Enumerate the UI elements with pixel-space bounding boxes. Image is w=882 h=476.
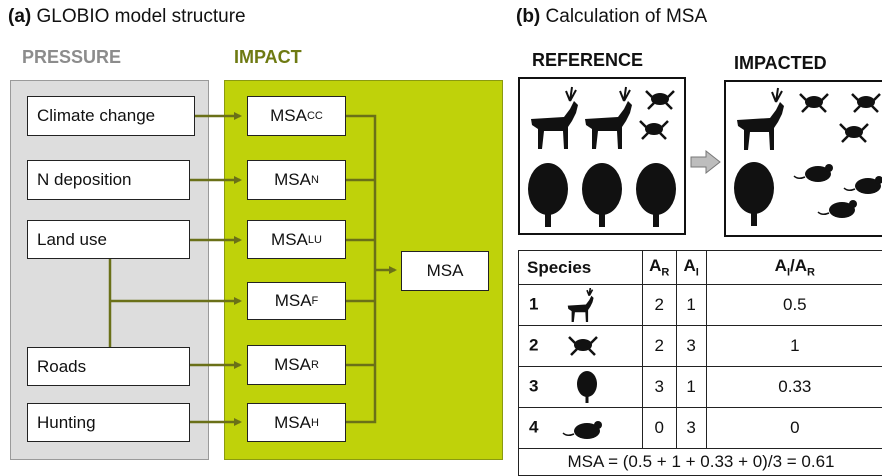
ratio-cell: 0 xyxy=(706,408,882,449)
ratio-cell: 1 xyxy=(706,326,882,367)
deer-icon xyxy=(585,87,632,149)
tree-icon xyxy=(636,163,676,227)
species-table: Species AR AI AI/AR 1 2 1 0.5 2 2 3 1 3 xyxy=(518,250,882,476)
collector-bracket xyxy=(346,116,375,422)
species-cell: 1 xyxy=(519,285,643,326)
deer-icon xyxy=(565,288,605,322)
reference-frame xyxy=(518,77,686,235)
species-cell: 4 xyxy=(519,408,643,449)
impacted-frame xyxy=(724,80,882,237)
ai-header: AI xyxy=(676,251,706,285)
transition-arrow xyxy=(690,150,722,174)
pressure-box-hunting: Hunting xyxy=(27,403,190,442)
species-cell: 3 xyxy=(519,367,643,408)
species-number: 2 xyxy=(529,335,538,354)
mouse-icon xyxy=(561,415,607,441)
pressure-box-climate-change: Climate change xyxy=(27,96,195,136)
table-row: 3 3 1 0.33 xyxy=(519,367,882,408)
ar-cell: 0 xyxy=(642,408,676,449)
deer-icon xyxy=(737,88,784,150)
deer-icon xyxy=(531,87,578,149)
species-header: Species xyxy=(519,251,643,285)
species-number: 4 xyxy=(529,417,538,436)
species-number: 3 xyxy=(529,376,538,395)
mouse-icon xyxy=(844,176,882,194)
formula-row: MSA = (0.5 + 1 + 0.33 + 0)/3 = 0.61 xyxy=(519,449,882,476)
ar-cell: 3 xyxy=(642,367,676,408)
ai-cell: 1 xyxy=(676,367,706,408)
table-header-row: Species AR AI AI/AR xyxy=(519,251,882,285)
species-cell: 2 xyxy=(519,326,643,367)
impacted-illustration xyxy=(726,82,882,235)
frog-icon xyxy=(640,121,668,139)
msa-result-box: MSA xyxy=(401,251,489,291)
species-number: 1 xyxy=(529,294,538,313)
pressure-box-roads: Roads xyxy=(27,347,190,386)
ratio-cell: 0.5 xyxy=(706,285,882,326)
table-row: 2 2 3 1 xyxy=(519,326,882,367)
impacted-heading: IMPACTED xyxy=(734,53,827,74)
ar-header: AR xyxy=(642,251,676,285)
frog-icon xyxy=(800,94,828,112)
tree-icon xyxy=(582,163,622,227)
ar-cell: 2 xyxy=(642,285,676,326)
reference-illustration xyxy=(520,79,684,233)
mouse-icon xyxy=(818,200,857,218)
ai-cell: 3 xyxy=(676,408,706,449)
reference-heading: REFERENCE xyxy=(532,50,643,71)
table-row: 4 0 3 0 xyxy=(519,408,882,449)
ai-cell: 3 xyxy=(676,326,706,367)
ratio-header: AI/AR xyxy=(706,251,882,285)
msa-formula: MSA = (0.5 + 1 + 0.33 + 0)/3 = 0.61 xyxy=(519,449,882,476)
tree-icon xyxy=(565,370,605,404)
panel-b-title: (b) Calculation of MSA xyxy=(516,6,707,28)
frog-icon xyxy=(852,94,880,112)
mouse-icon xyxy=(794,164,833,182)
pressure-box-land-use: Land use xyxy=(27,220,190,259)
ratio-cell: 0.33 xyxy=(706,367,882,408)
ar-cell: 2 xyxy=(642,326,676,367)
tree-icon xyxy=(528,163,568,227)
ai-cell: 1 xyxy=(676,285,706,326)
frog-icon xyxy=(646,91,674,109)
table-row: 1 2 1 0.5 xyxy=(519,285,882,326)
frog-icon xyxy=(840,124,868,142)
tree-icon xyxy=(734,162,774,226)
pressure-box-n-deposition: N deposition xyxy=(27,160,190,200)
frog-icon xyxy=(565,331,605,361)
